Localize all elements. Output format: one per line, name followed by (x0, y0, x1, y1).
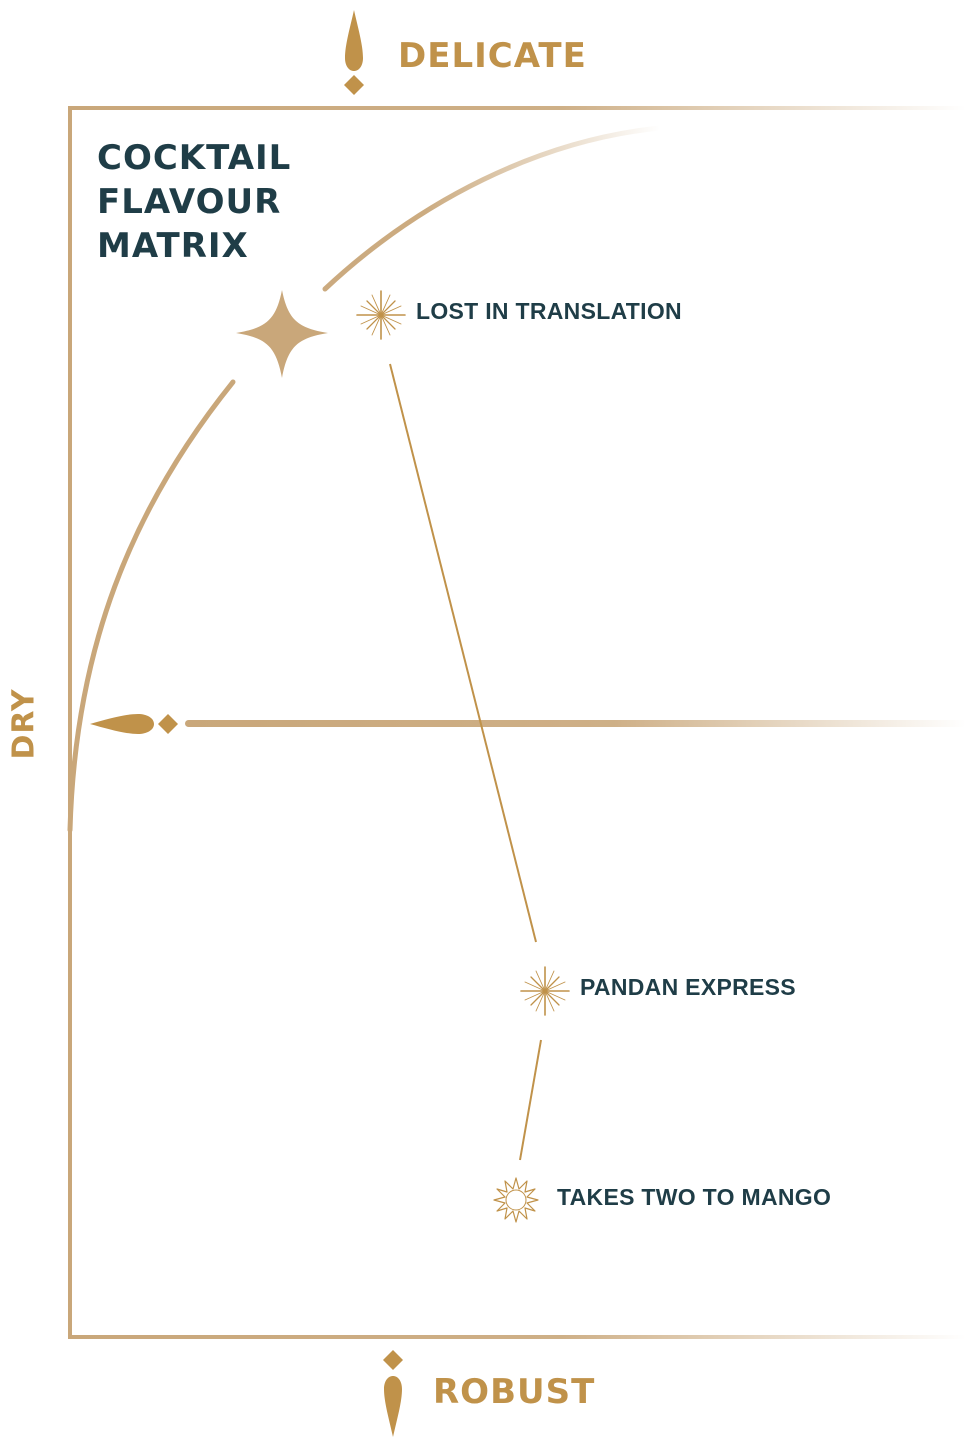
arc-curve-upper (322, 125, 663, 292)
matrix-title: COCKTAIL FLAVOUR MATRIX (97, 136, 291, 268)
connector-line-1 (389, 363, 537, 943)
drink-label-lost-in-translation: LOST IN TRANSLATION (416, 298, 682, 324)
arc-curve-lower (67, 379, 236, 833)
axis-label-bottom: ROBUST (433, 1372, 596, 1412)
drink-label-takes-two-to-mango: TAKES TWO TO MANGO (557, 1184, 832, 1210)
bottom-drop-ornament-icon (384, 1376, 402, 1437)
top-drop-ornament-icon (345, 10, 363, 71)
sunburst-icon (493, 1177, 539, 1223)
horizontal-axis-line (185, 720, 966, 727)
left-drop-ornament-icon (90, 714, 154, 734)
title-line-2: FLAVOUR (97, 182, 282, 222)
title-line-1: COCKTAIL (97, 138, 292, 178)
axis-label-left: DRY (6, 688, 42, 760)
frame-left-edge (68, 106, 72, 1339)
sparkle-icon (520, 966, 570, 1016)
frame-top-edge (68, 106, 966, 110)
top-diamond-ornament-icon (344, 75, 364, 95)
left-diamond-ornament-icon (158, 714, 178, 734)
four-point-star-icon (236, 290, 328, 378)
axis-label-top: DELICATE (398, 36, 587, 76)
frame-bottom-edge (68, 1335, 966, 1339)
connector-line-2 (519, 1039, 542, 1161)
sparkle-icon (356, 290, 406, 340)
bottom-diamond-ornament-icon (383, 1350, 403, 1370)
title-line-3: MATRIX (97, 226, 249, 266)
drink-label-pandan-express: PANDAN EXPRESS (580, 974, 796, 1000)
